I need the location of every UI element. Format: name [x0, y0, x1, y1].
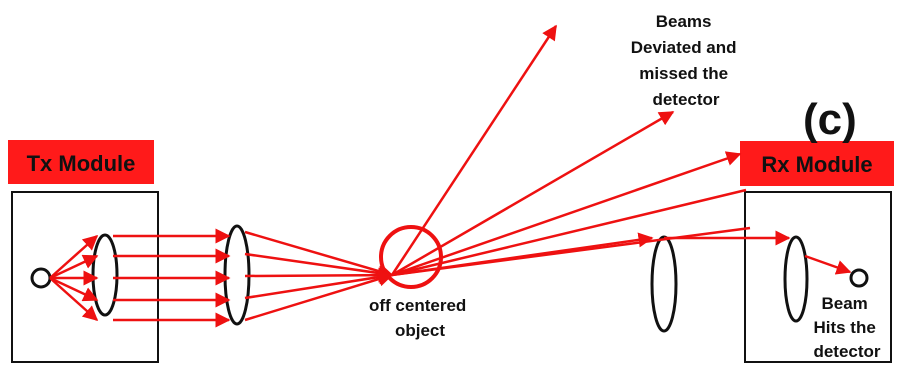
beam-ray-2	[49, 254, 99, 280]
deviated-label-line-2: Deviated and	[631, 38, 737, 57]
beam-ray-18	[391, 151, 742, 277]
object-label: off centered object	[369, 296, 471, 340]
beam-ray-21	[391, 232, 654, 277]
detector-label: Beam Hits the detector	[813, 294, 880, 361]
beam-ray-1	[49, 235, 99, 279]
deviated-label-line-1: Beams	[656, 12, 712, 31]
beam-ray-12	[244, 252, 394, 281]
beam-ray-23	[804, 254, 852, 275]
deviated-label-line-3: missed the	[639, 64, 728, 83]
detector-label-line-3: detector	[813, 342, 880, 361]
rx-lens-1	[650, 235, 678, 333]
beam-ray-16	[390, 24, 558, 276]
off-centered-object	[379, 225, 443, 289]
detector-label-line-2: Hits the	[813, 318, 875, 337]
beam-ray-19	[391, 188, 747, 277]
beam-ray-14	[244, 269, 394, 300]
rx-module-label: Rx Module	[761, 152, 872, 177]
beam-ray-17	[391, 110, 675, 277]
tx-module-label: Tx Module	[27, 151, 136, 176]
beam-ray-5	[49, 277, 99, 321]
object-label-line-2: object	[395, 321, 445, 340]
panel-label: (c)	[803, 95, 857, 144]
beam-ray-15	[244, 271, 394, 322]
detector-icon	[849, 268, 869, 288]
tx-lens-1	[91, 233, 119, 317]
source-icon	[30, 267, 52, 289]
beam-ray-4	[49, 276, 99, 302]
rx-lens-2	[783, 235, 809, 323]
object-label-line-1: off centered	[369, 296, 466, 315]
beam-rays	[49, 24, 852, 328]
detector-label-line-1: Beam	[821, 294, 867, 313]
deviated-label: Beams Deviated and missed the detector	[631, 12, 742, 109]
beam-ray-13	[244, 267, 394, 283]
tx-module-tag	[8, 140, 154, 184]
rx-module-tag	[740, 141, 894, 186]
rx-module-box	[744, 191, 892, 363]
beam-ray-11	[244, 230, 394, 279]
deviated-label-line-4: detector	[652, 90, 719, 109]
